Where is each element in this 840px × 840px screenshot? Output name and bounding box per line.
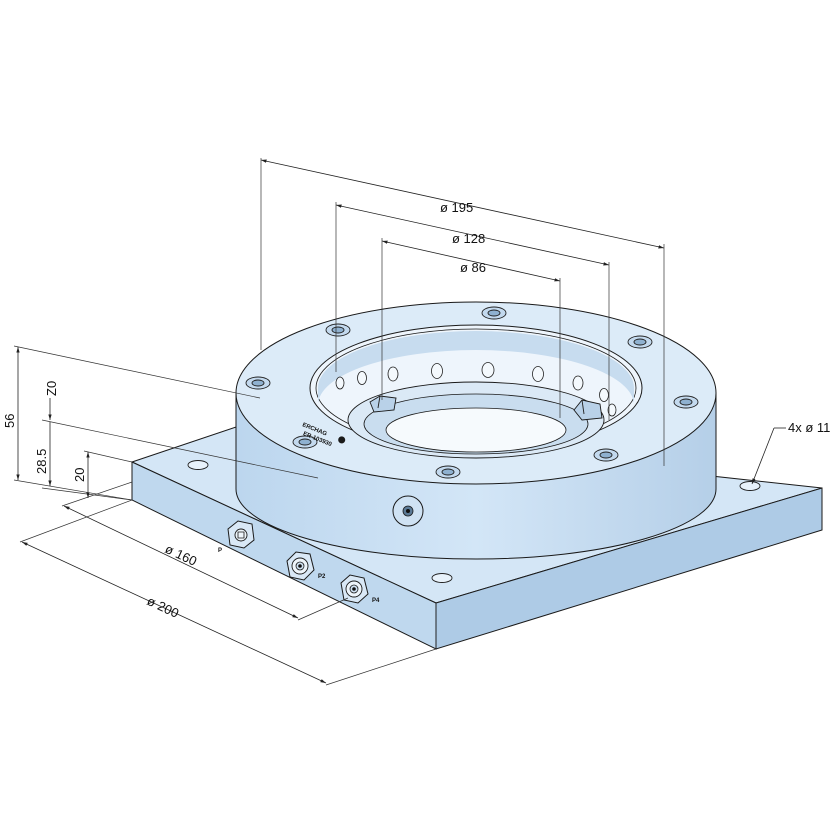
top-face-bolt-holes <box>245 306 699 479</box>
dim-h20-label: 20 <box>72 468 87 482</box>
dim-d86: ø 86 <box>381 238 561 418</box>
dim-d86-label: ø 86 <box>460 260 486 275</box>
dim-d160-label: ø 160 <box>163 541 199 569</box>
dim-d128-label: ø 128 <box>452 231 485 246</box>
port-p2-label: P2 <box>318 574 326 580</box>
dim-z0-label: Z0 <box>44 381 59 396</box>
radial-holes <box>335 362 617 417</box>
dim-h56-label: 56 <box>2 414 17 428</box>
dim-heights: 56 Z0 28.5 20 <box>2 345 319 501</box>
dim-d195-label: ø 195 <box>440 200 473 215</box>
port-p1-label: P <box>218 548 222 554</box>
dim-d200-label: ø 200 <box>145 593 181 621</box>
dim-holes: 4x ø 11 <box>751 420 830 485</box>
cylinder-body: ERCHAG ER-103930 <box>235 301 717 560</box>
bore-wall <box>318 331 634 405</box>
dim-h285-label: 28.5 <box>34 449 49 474</box>
center-bore <box>385 407 567 453</box>
mount-hole-left <box>187 460 209 470</box>
clamping-jaw-left <box>369 395 397 413</box>
port-p4-label: P4 <box>372 598 380 604</box>
side-nipple <box>392 495 424 527</box>
mount-hole-front <box>431 573 453 583</box>
port-p4: P4 <box>340 574 380 604</box>
dim-holes-label: 4x ø 11 <box>788 420 830 435</box>
mount-hole-right <box>739 481 761 491</box>
clamping-jaw-right <box>573 399 603 421</box>
